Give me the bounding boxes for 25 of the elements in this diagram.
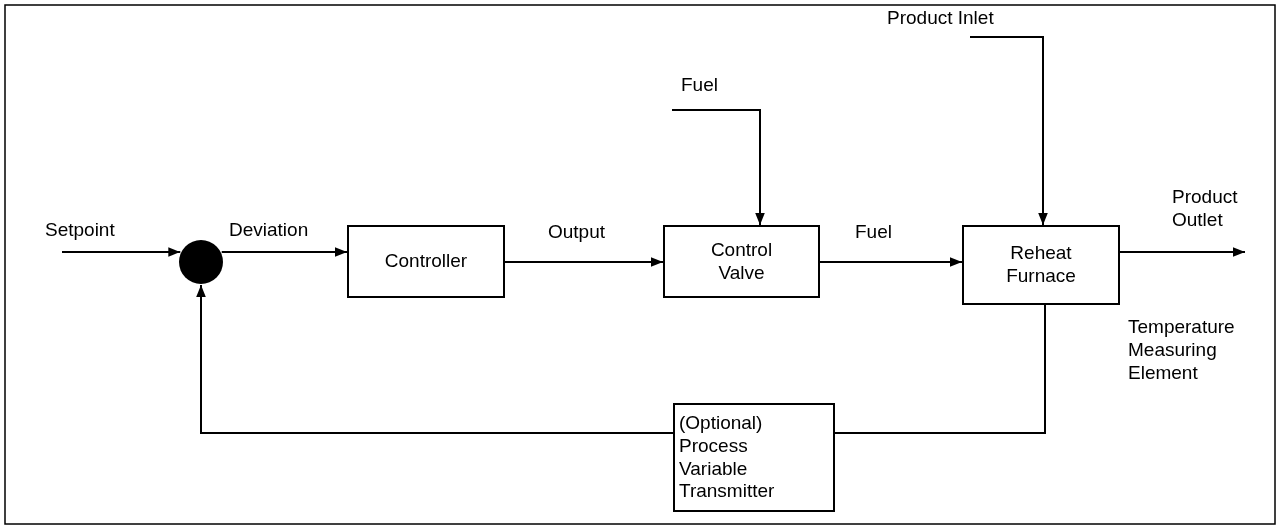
process-box — [673, 403, 835, 512]
box-label: Controller — [384, 250, 468, 273]
box-label: Control Valve — [710, 238, 773, 285]
arrow — [504, 257, 664, 267]
arrow — [220, 247, 348, 257]
edge-label: Fuel — [855, 221, 892, 244]
edge-label: Temperature Measuring Element — [1128, 316, 1235, 385]
arrow — [819, 257, 963, 267]
arrow — [969, 36, 1048, 226]
summing-junction — [178, 239, 224, 285]
process-box — [347, 225, 505, 298]
process-box — [962, 225, 1120, 305]
edge-label: Setpoint — [45, 219, 115, 242]
arrow — [61, 247, 182, 257]
process-box — [663, 225, 820, 298]
box-label: Reheat Furnace — [1006, 242, 1076, 288]
arrow — [196, 284, 674, 434]
edge-label: Deviation — [229, 219, 309, 242]
box-label: (Optional) Process Variable Transmitter — [679, 411, 775, 504]
arrow — [671, 109, 765, 226]
arrow — [1119, 247, 1246, 257]
edge-label: Output — [548, 221, 606, 244]
edge-label: Product Inlet — [887, 7, 994, 30]
edge-label: Product Outlet — [1172, 186, 1238, 232]
edge-label: Fuel — [681, 74, 718, 97]
